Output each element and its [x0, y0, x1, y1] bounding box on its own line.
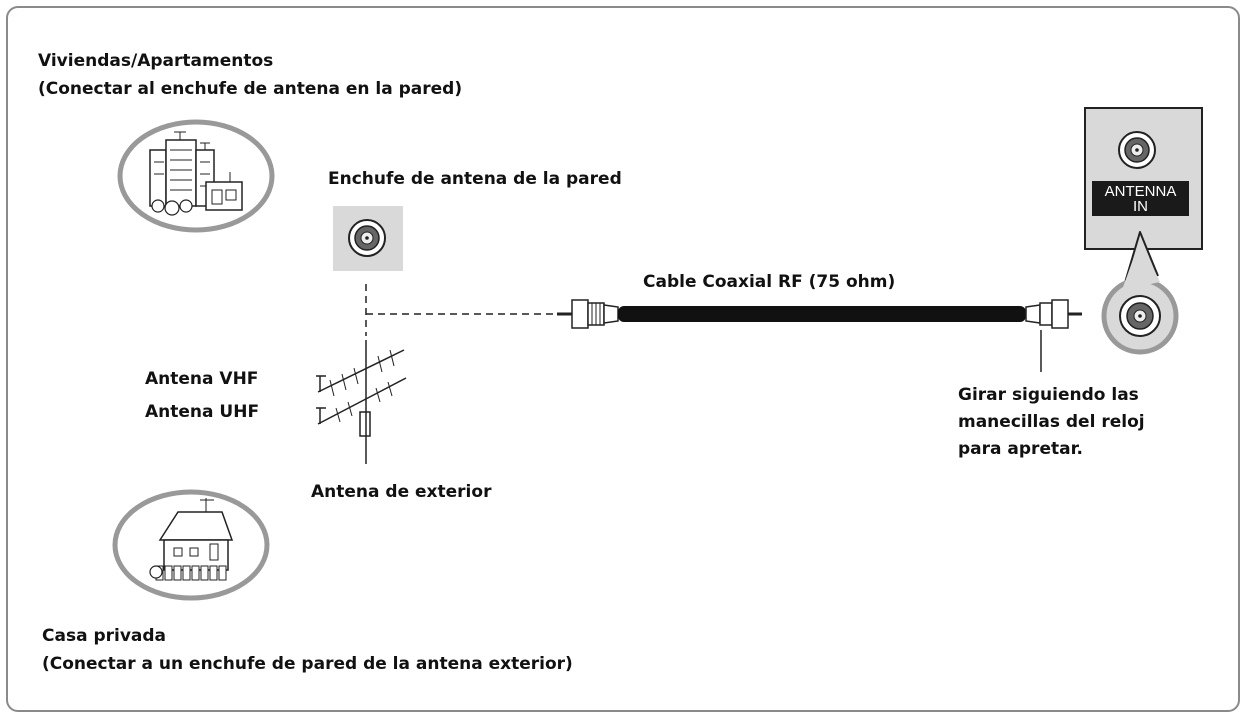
vhf-antenna-label: Antena VHF — [145, 369, 259, 389]
coaxial-cable — [557, 299, 1082, 372]
tighten-note-line1: Girar siguiendo las — [958, 385, 1139, 405]
wall-outlet-label: Enchufe de antena de la pared — [328, 169, 622, 189]
antenna-jack-zoom-callout — [1101, 231, 1179, 355]
uhf-antenna-label: Antena UHF — [145, 402, 260, 422]
private-house-icon — [112, 489, 270, 601]
diagram-frame — [6, 6, 1240, 712]
tighten-note-line2: manecillas del reloj — [958, 412, 1145, 432]
tighten-note-line3: para apretar. — [958, 439, 1083, 459]
apartments-subtitle: (Conectar al enchufe de antena en la par… — [38, 79, 463, 99]
cable-label: Cable Coaxial RF (75 ohm) — [643, 272, 896, 292]
tv-antenna-panel — [1084, 107, 1203, 250]
outdoor-antenna-icon — [316, 340, 407, 464]
apartment-building-icon — [117, 119, 275, 233]
outdoor-antenna-label: Antena de exterior — [311, 482, 492, 502]
antenna-in-label-line1: ANTENNA — [1104, 183, 1177, 200]
antenna-in-label-line2: IN — [1133, 198, 1148, 215]
private-house-subtitle: (Conectar a un enchufe de pared de la an… — [42, 654, 573, 674]
wall-outlet-icon — [333, 206, 403, 271]
private-house-title: Casa privada — [42, 626, 167, 646]
antenna-in-label: ANTENNA IN — [1092, 181, 1189, 216]
dashed-connection — [365, 284, 560, 336]
apartments-title: Viviendas/Apartamentos — [38, 51, 274, 71]
